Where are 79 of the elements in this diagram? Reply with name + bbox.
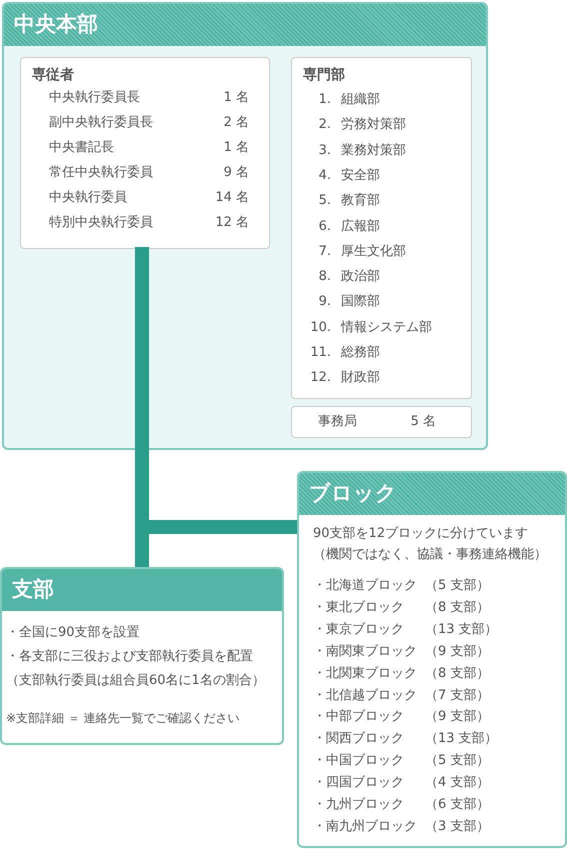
department-name: 広報部 xyxy=(341,218,380,236)
block-panel xyxy=(297,471,567,848)
block-name: ・北信越ブロック xyxy=(313,686,417,704)
member-count: 12 名 xyxy=(215,214,249,232)
department-name: 業務対策部 xyxy=(341,142,406,160)
role-name: 中央執行委員 xyxy=(49,189,127,207)
department-name: 情報システム部 xyxy=(341,318,432,337)
block-name: ・九州ブロック xyxy=(313,796,404,814)
branch-count: （5 支部） xyxy=(425,577,490,595)
role-name: 中央書記長 xyxy=(49,139,114,157)
block-name: ・南関東ブロック xyxy=(313,642,417,661)
department-name: 組織部 xyxy=(341,91,380,109)
branch-count: （3 支部） xyxy=(425,818,490,836)
department-name: 財政部 xyxy=(341,369,380,388)
panel-title: 支部 xyxy=(2,569,282,611)
card-heading: 専門部 xyxy=(303,66,345,84)
branch-count: （5 支部） xyxy=(425,752,490,770)
department-name: 厚生文化部 xyxy=(341,242,406,261)
member-count: 2 名 xyxy=(224,114,249,132)
item-number: 3. xyxy=(318,142,331,160)
item-number: 9. xyxy=(318,293,331,312)
role-name: 中央執行委員長 xyxy=(49,89,140,107)
item-number: 1. xyxy=(318,91,331,109)
item-number: 2. xyxy=(318,116,331,134)
panel-title: ブロック xyxy=(299,473,565,515)
description-text: 90支部を12ブロックに分けています xyxy=(313,525,528,543)
department-name: 労務対策部 xyxy=(341,116,406,134)
member-count: 1 名 xyxy=(224,139,249,157)
block-name: ・北海道ブロック xyxy=(313,577,417,595)
card-heading: 専従者 xyxy=(32,66,74,84)
office-card xyxy=(291,406,472,438)
block-name: ・北関東ブロック xyxy=(313,664,417,683)
role-name: 特別中央執行委員 xyxy=(49,214,153,232)
item-number: 5. xyxy=(318,192,331,210)
item-number: 11. xyxy=(310,344,331,362)
member-count: 1 名 xyxy=(224,89,249,107)
block-name: ・中部ブロック xyxy=(313,708,404,726)
branch-count: （13 支部） xyxy=(425,730,498,748)
branch-count: （6 支部） xyxy=(425,796,490,814)
department-name: 安全部 xyxy=(341,166,380,185)
branch-panel xyxy=(0,567,284,745)
role-name: 副中央執行委員長 xyxy=(49,114,153,132)
item-number: 7. xyxy=(318,242,331,261)
branch-count: （7 支部） xyxy=(425,686,490,704)
list-card xyxy=(291,57,472,399)
member-count: 14 名 xyxy=(215,189,249,207)
office-name: 事務局 xyxy=(318,413,357,431)
department-name: 政治部 xyxy=(341,268,380,286)
block-name: ・四国ブロック xyxy=(313,774,404,792)
department-name: 教育部 xyxy=(341,192,380,210)
role-name: 常任中央執行委員 xyxy=(49,164,153,182)
bullet-text: ・各支部に三役および支部執行委員を配置 xyxy=(6,648,253,666)
block-name: ・東北ブロック xyxy=(313,598,404,617)
description-text: （機関ではなく、協議・事務連絡機能） xyxy=(313,546,547,564)
member-count: 9 名 xyxy=(224,164,249,182)
branch-count: （9 支部） xyxy=(425,708,490,726)
item-number: 12. xyxy=(310,369,331,388)
branch-count: （8 支部） xyxy=(425,598,490,617)
note-text: ※支部詳細 ＝ 連絡先一覧でご確認ください xyxy=(6,710,240,727)
department-name: 総務部 xyxy=(341,344,380,362)
block-name: ・南九州ブロック xyxy=(313,818,417,836)
branch-count: （9 支部） xyxy=(425,642,490,661)
item-number: 8. xyxy=(318,268,331,286)
headquarters-panel xyxy=(2,2,488,450)
item-number: 10. xyxy=(310,318,331,337)
branch-count: （8 支部） xyxy=(425,664,490,683)
list-card xyxy=(20,57,270,249)
item-number: 4. xyxy=(318,166,331,185)
branch-count: （4 支部） xyxy=(425,774,490,792)
item-number: 6. xyxy=(318,218,331,236)
department-name: 国際部 xyxy=(341,293,380,312)
panel-title: 中央本部 xyxy=(4,4,486,46)
member-count: 5 名 xyxy=(410,413,436,431)
block-name: ・東京ブロック xyxy=(313,620,404,639)
bullet-text: ・全国に90支部を設置 xyxy=(6,624,140,642)
block-name: ・中国ブロック xyxy=(313,752,404,770)
block-name: ・関西ブロック xyxy=(313,730,404,748)
bullet-text: （支部執行委員は組合員60名に1名の割合） xyxy=(6,672,265,690)
branch-count: （13 支部） xyxy=(425,620,498,639)
